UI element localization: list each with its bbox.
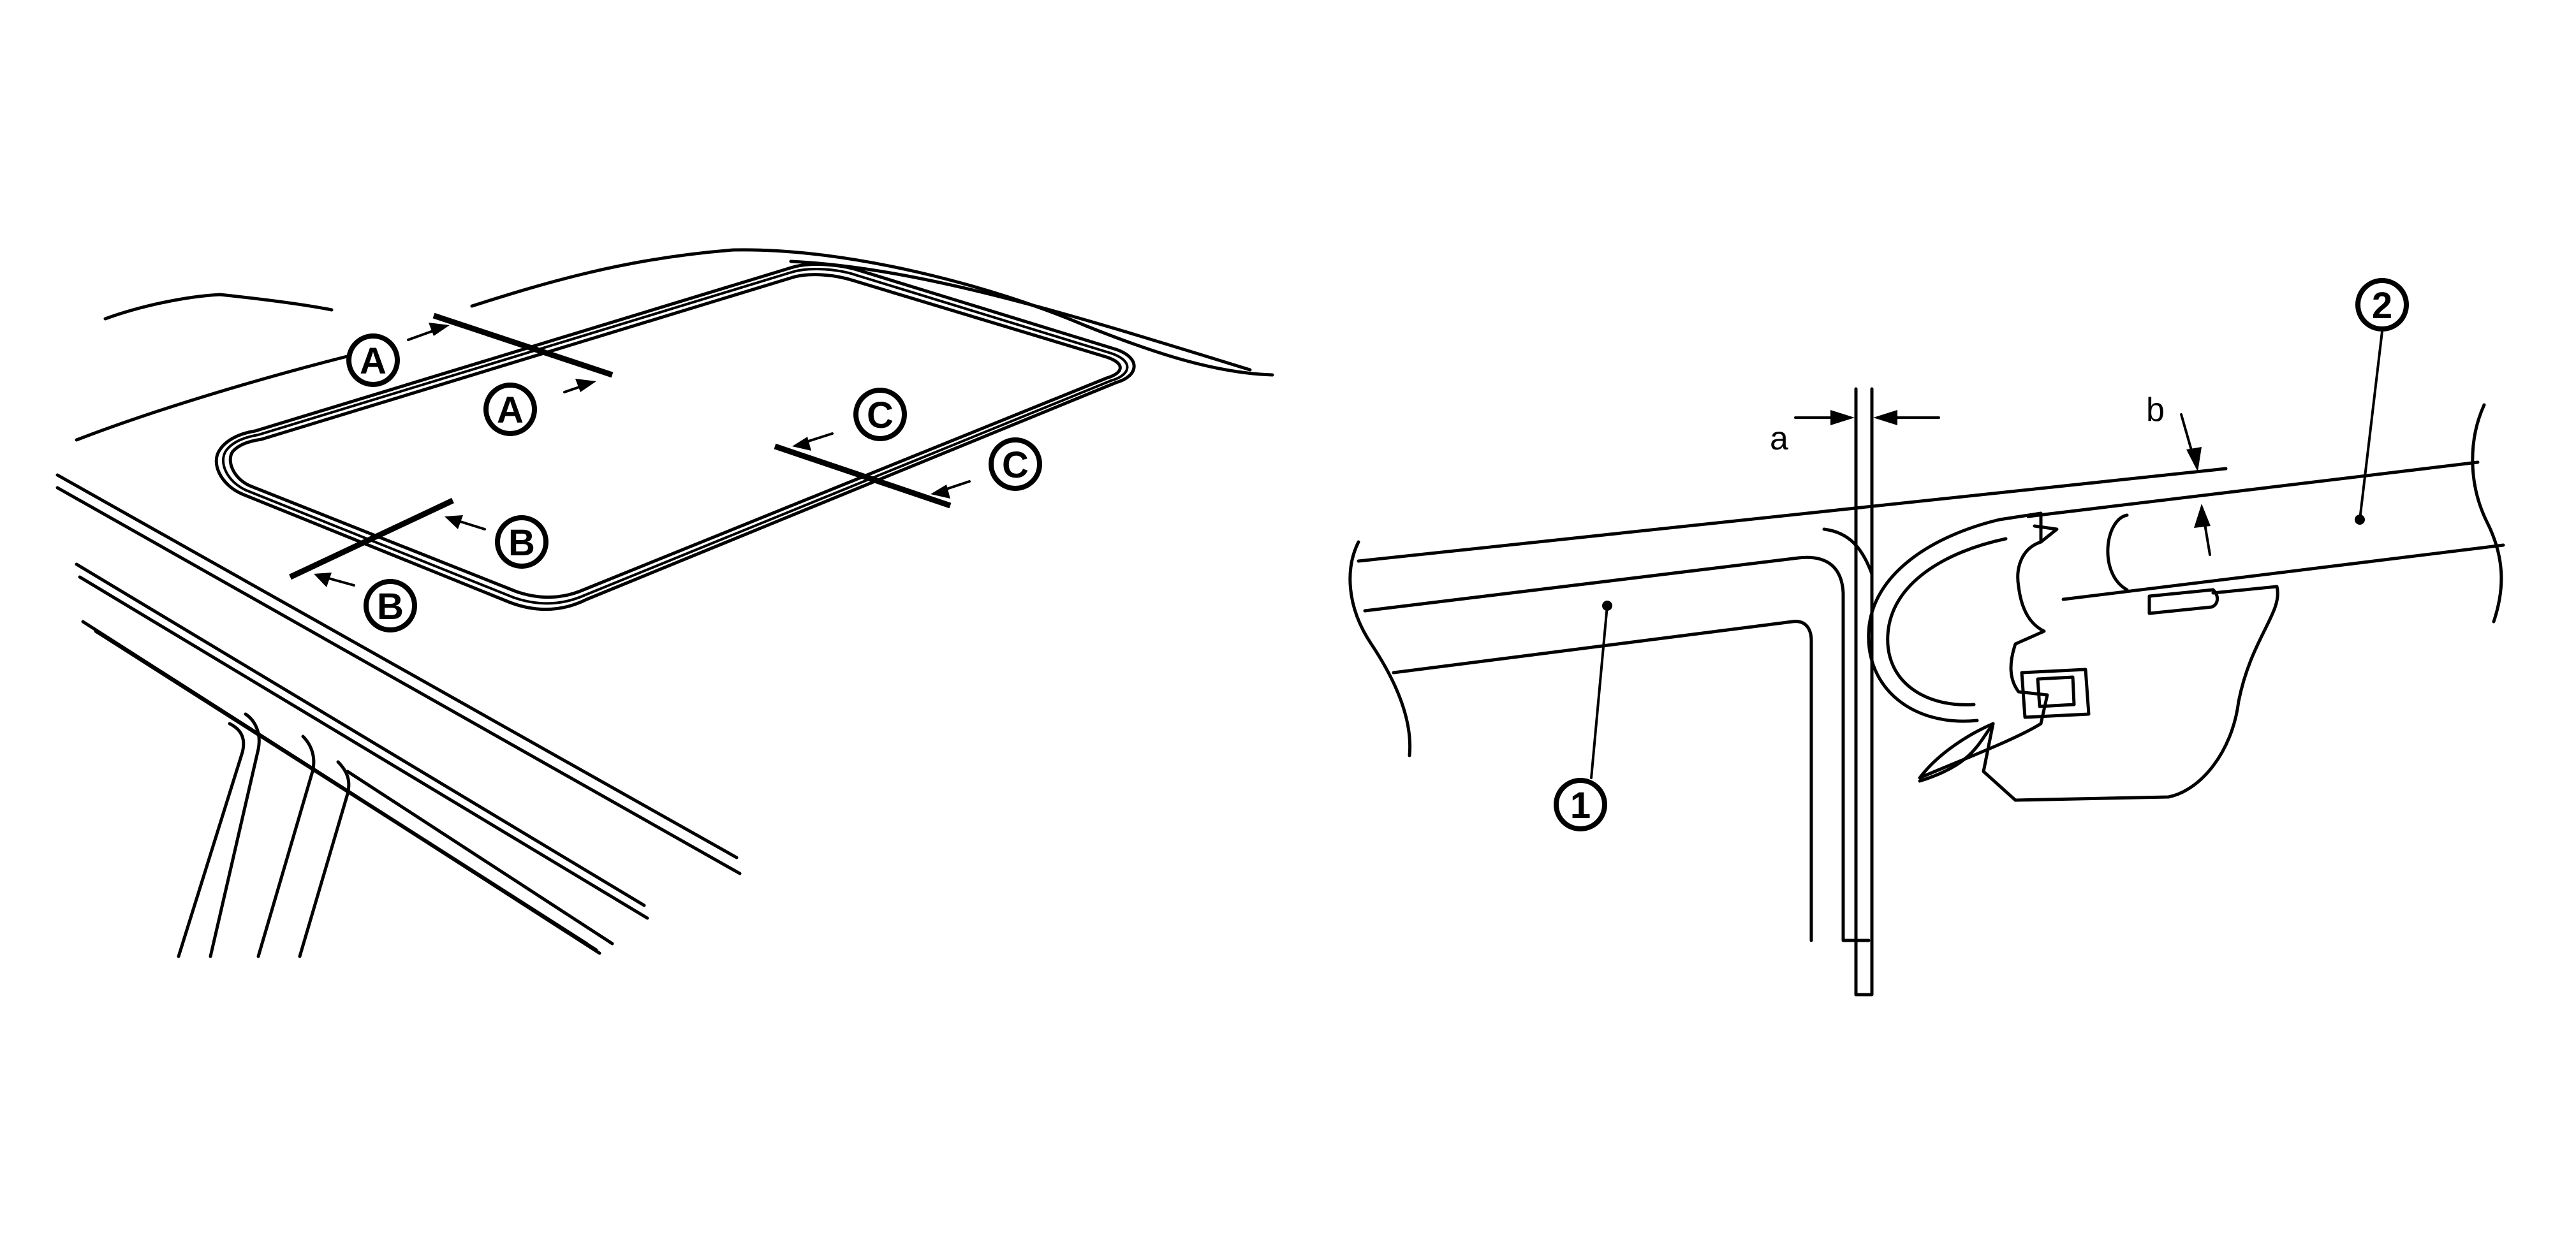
callout-a2: A bbox=[483, 383, 537, 436]
seal-bulb-inner bbox=[1886, 537, 2008, 706]
glass-bottom bbox=[2061, 543, 2505, 601]
window-lower-1 bbox=[346, 770, 614, 946]
sunroof-seal-middle bbox=[222, 268, 1129, 605]
arrowhead-a1 bbox=[429, 323, 450, 336]
svg-text:C: C bbox=[1002, 444, 1029, 486]
pillar-left-inner bbox=[177, 722, 246, 958]
seal-core-inner bbox=[2036, 675, 2076, 708]
break-line-right bbox=[2471, 403, 2503, 624]
roof-front-edge bbox=[103, 293, 334, 321]
svg-text:C: C bbox=[867, 395, 894, 436]
svg-text:A: A bbox=[497, 390, 524, 431]
arrowhead-b2 bbox=[314, 573, 332, 587]
svg-text:1: 1 bbox=[1570, 785, 1591, 826]
roof-rear-edge bbox=[470, 248, 1274, 377]
seal-lower-lip bbox=[1918, 722, 1995, 783]
break-line-left bbox=[1348, 540, 1412, 757]
callout-2: 2 bbox=[2355, 278, 2409, 332]
glass-edge bbox=[2106, 513, 2129, 592]
seal-cross-section: a b 1 2 bbox=[1348, 278, 2505, 997]
leader-2 bbox=[2359, 330, 2383, 521]
roof-panel-low bbox=[1392, 620, 1813, 942]
callout-b2: B bbox=[364, 579, 417, 632]
leader-1 bbox=[1590, 604, 1608, 779]
dim-a-arrowhead-right bbox=[1873, 410, 1897, 425]
section-line-a bbox=[432, 312, 614, 378]
callout-c2: C bbox=[989, 437, 1042, 491]
svg-text:B: B bbox=[508, 522, 535, 564]
seal-lip bbox=[2033, 524, 2059, 544]
svg-text:2: 2 bbox=[2372, 285, 2392, 326]
roof-panel-mid bbox=[1363, 555, 1871, 942]
seal-bulb bbox=[1867, 518, 2001, 723]
leader-1-dot bbox=[1602, 601, 1612, 611]
section-line-c bbox=[774, 443, 952, 509]
roof-panel-bend bbox=[1822, 527, 1874, 576]
dim-b-arrowhead-bottom bbox=[2194, 504, 2211, 528]
roof-overview: A A B B C C bbox=[55, 248, 1274, 958]
arrowhead-c1 bbox=[792, 437, 811, 451]
dim-a-arrowhead-left bbox=[1830, 410, 1855, 425]
pillar-center-inner bbox=[298, 760, 351, 958]
dim-b-arrowhead-top bbox=[2186, 447, 2202, 472]
flange-inner bbox=[1854, 387, 1874, 997]
seal-retainer bbox=[1918, 511, 2279, 802]
section-line-b bbox=[289, 497, 454, 580]
pillar-left-outer bbox=[209, 712, 261, 958]
seal-core bbox=[2020, 668, 2091, 719]
roof-left-edge bbox=[75, 352, 359, 442]
arrowhead-a2 bbox=[575, 379, 596, 392]
leader-2-dot bbox=[2355, 515, 2365, 525]
glass-trim bbox=[2147, 588, 2219, 615]
callout-a1: A bbox=[346, 333, 400, 387]
sunroof-seal-inner bbox=[228, 273, 1122, 599]
body-line-1 bbox=[55, 473, 739, 859]
body-line-2 bbox=[55, 486, 742, 875]
svg-text:A: A bbox=[360, 340, 386, 382]
body-line-3 bbox=[75, 562, 646, 907]
callout-b1: B bbox=[495, 515, 548, 569]
callout-1: 1 bbox=[1554, 778, 1607, 831]
body-line-4 bbox=[78, 575, 649, 920]
dim-a-label: a bbox=[1770, 420, 1788, 457]
window-lower-2 bbox=[330, 779, 601, 955]
callout-c1: C bbox=[853, 388, 907, 441]
pillar-center-outer bbox=[256, 734, 316, 958]
dim-b-label: b bbox=[2146, 391, 2165, 428]
roof-rear-edge-inner bbox=[789, 259, 1252, 372]
arrowhead-c2 bbox=[931, 485, 950, 499]
sunroof-seal-outer bbox=[214, 263, 1136, 611]
roof-panel-top bbox=[1357, 467, 2228, 563]
svg-text:B: B bbox=[377, 586, 404, 627]
arrowhead-b1 bbox=[445, 515, 463, 529]
glass-top bbox=[2026, 460, 2480, 518]
